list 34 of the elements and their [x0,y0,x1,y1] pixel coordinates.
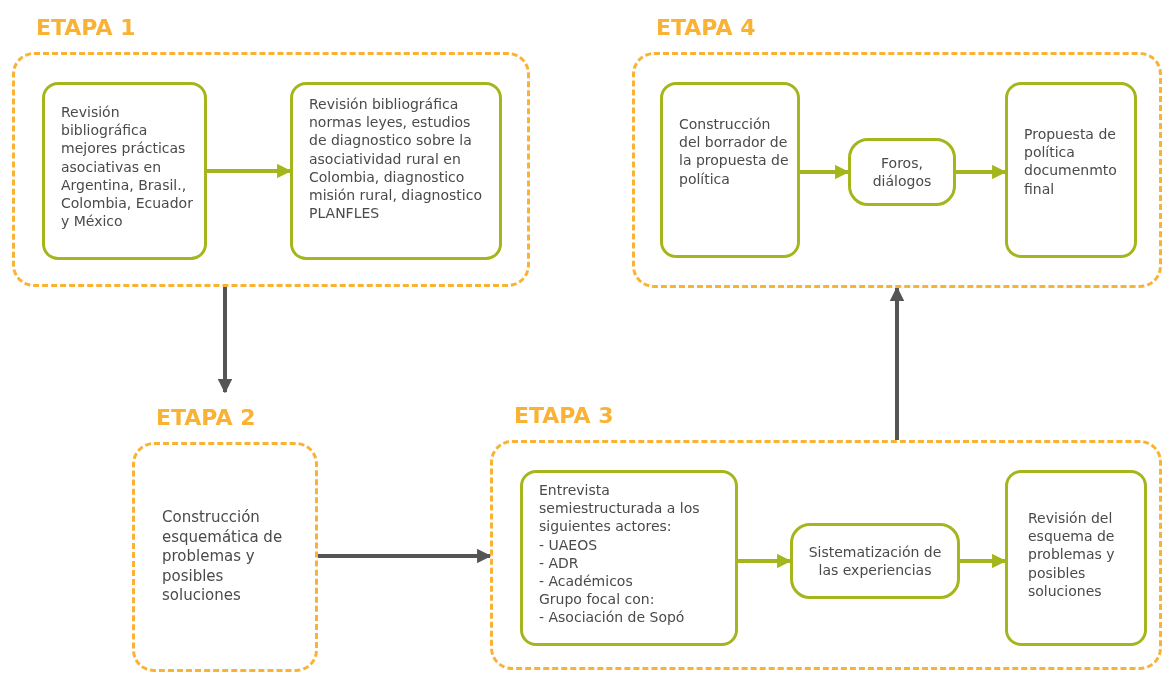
process-text: Entrevista semiestructurada a los siguientes actores: [539,481,701,536]
process-box [790,523,960,599]
process-text: Revisión del esquema de problemas y posibles soluciones [1028,509,1116,600]
arrow [207,163,292,179]
process-text: Construcción esquemática de problemas y posibles soluciones [162,508,284,606]
arrow [738,553,792,569]
process-box [520,470,738,646]
process-box [1005,82,1137,258]
process-box [660,82,800,258]
process-box [848,138,956,206]
process-text: Sistematización de las experiencias [807,542,943,580]
arrow [889,286,905,440]
arrow [318,548,492,564]
process-box [42,82,207,260]
stage-heading: ETAPA 4 [656,13,756,42]
arrow [960,553,1007,569]
stage-heading: ETAPA 3 [514,401,614,430]
arrow [217,287,233,394]
process-text: Propuesta de política documenmto final [1024,125,1118,198]
arrow [800,164,850,180]
process-text: - Asociación de Sopó [539,608,685,627]
process-text: Foros, diálogos [871,153,933,191]
arrow [956,164,1007,180]
process-text: - UAEOS [539,535,598,554]
process-text: - Académicos [539,571,633,591]
process-text: Construcción del borrador de la propuesta de política [679,115,789,188]
stage-heading: ETAPA 2 [156,403,256,432]
process-box [290,82,502,260]
process-text: - ADR [539,553,579,572]
stage-heading: ETAPA 1 [36,13,136,42]
process-text: Grupo focal con: [539,590,655,609]
process-text: Revisión bibliográfica mejores prácticas asociativas en Argentina, Brasil., Colombia, Ecuador y México [61,103,194,231]
process-text: Revisión bibliográfica normas leyes, estudios de diagnostico sobre la asociatividad rural en Colombia, diagnostico misión rural, diagnostico PLANFLES [309,95,483,223]
process-box [1005,470,1147,646]
